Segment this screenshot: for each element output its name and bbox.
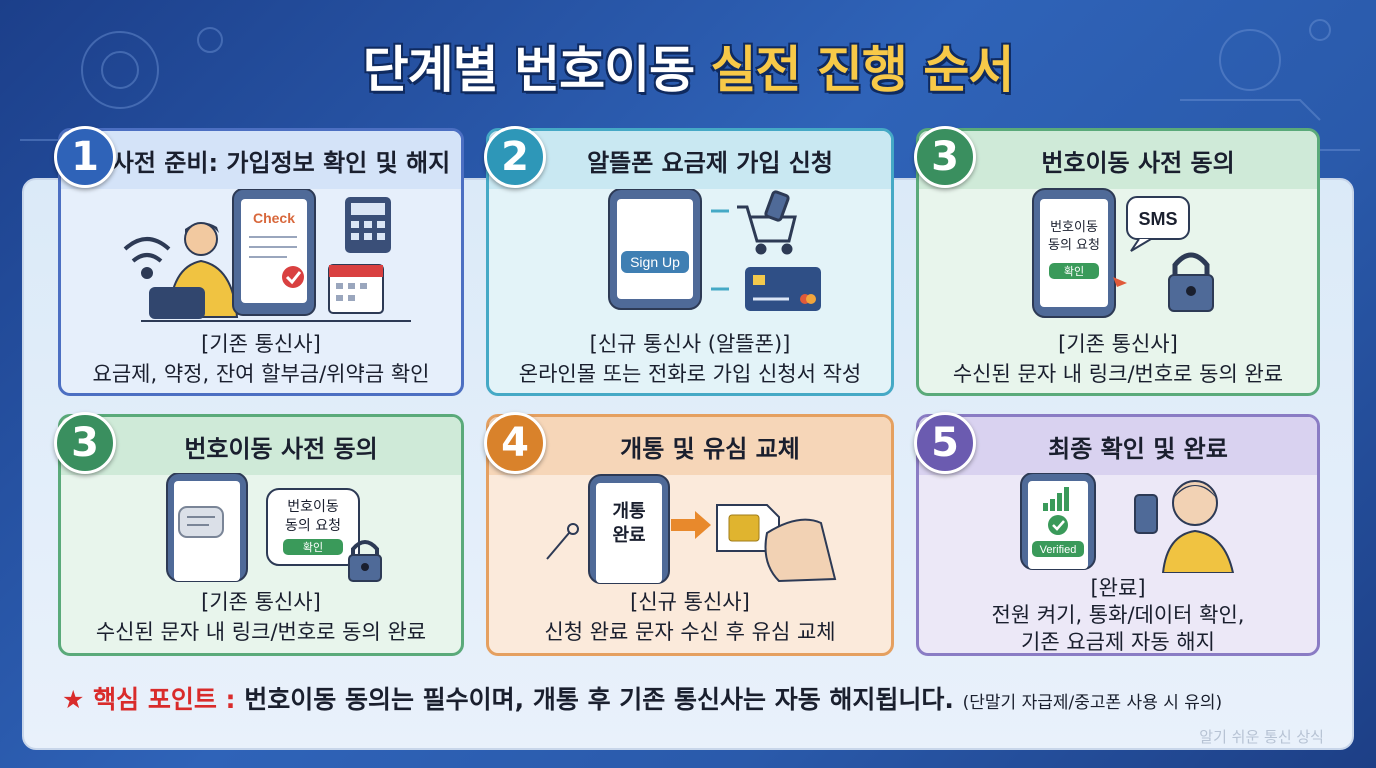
svg-text:번호이동: 번호이동 — [1050, 220, 1098, 235]
person-icon — [1134, 480, 1235, 573]
step-title: 최종 확인 및 완료 — [919, 417, 1317, 475]
step-caption: [완료] 전원 켜기, 통화/데이터 확인, 기존 요금제 자동 해지 — [991, 576, 1245, 654]
step-number-badge: 3 — [914, 126, 976, 188]
hand-icon — [764, 518, 837, 583]
step-title: 개통 및 유심 교체 — [489, 417, 891, 475]
step-title: 번호이동 사전 동의 — [61, 417, 461, 475]
phone-icon: Sign Up — [608, 189, 702, 310]
step-4-illustration: 개통 완료 — [546, 474, 837, 584]
step-card-5: 최종 확인 및 완료 Verified [완료] 전원 켜기, 통화/데이터 확… — [916, 414, 1320, 656]
phone-icon: 개통 완료 — [588, 474, 670, 584]
key-point-footnote: (단말기 자급제/중고폰 사용 시 유의) — [962, 693, 1223, 713]
step-card-3: 번호이동 사전 동의 번호이동 동의 요청 확인 SMS [기존 통신사] 수신… — [916, 128, 1320, 396]
watermark: 알기 쉬운 통신 상식 — [1199, 728, 1324, 746]
svg-text:Sign Up: Sign Up — [630, 254, 680, 270]
lock-icon — [1168, 252, 1214, 312]
calendar-icon — [328, 264, 384, 314]
phone-signal-icon: Verified — [1020, 473, 1096, 570]
svg-text:확인: 확인 — [303, 541, 323, 554]
step-caption: [신규 통신사] 신청 완료 문자 수신 후 유심 교체 — [544, 590, 836, 644]
step-5-illustration: Verified — [1020, 473, 1235, 573]
person-icon — [149, 222, 239, 319]
step-caption: [신규 통신사 (알뜰폰)] 온라인몰 또는 전화로 가입 신청서 작성 — [518, 332, 862, 386]
step-number-badge: 5 — [914, 412, 976, 474]
key-point-label: 핵심 포인트 : — [93, 685, 236, 714]
step-card-3-duplicate: 번호이동 사전 동의 번호이동 동의 요청 확인 [기존 통신사] 수신된 문자… — [58, 414, 464, 656]
svg-text:SMS: SMS — [1138, 209, 1177, 229]
svg-text:Check: Check — [253, 210, 295, 226]
svg-text:확인: 확인 — [1064, 265, 1084, 278]
lock-icon — [348, 540, 382, 582]
step-title: 사전 준비: 가입정보 확인 및 해지 — [61, 131, 461, 189]
svg-text:동의 요청: 동의 요청 — [285, 518, 341, 534]
step-title: 알뜰폰 요금제 가입 신청 — [489, 131, 891, 189]
svg-text:번호이동: 번호이동 — [287, 499, 339, 515]
calculator-icon — [345, 197, 391, 253]
step-card-2: 알뜰폰 요금제 가입 신청 Sign Up [신규 통신사 (알뜰폰)] 온라인… — [486, 128, 894, 396]
step-1-illustration: Check — [123, 189, 411, 322]
credit-card-icon — [745, 267, 821, 311]
phone-check-icon: Check — [232, 189, 316, 316]
step-card-4: 개통 및 유심 교체 개통 완료 [신규 통신사] 신청 완료 문자 수신 후 … — [486, 414, 894, 656]
step-caption: [기존 통신사] 요금제, 약정, 잔여 할부금/위약금 확인 — [92, 332, 430, 386]
shopping-cart-icon — [737, 190, 797, 255]
message-icon — [178, 506, 224, 538]
step-3-illustration: 번호이동 동의 요청 확인 SMS — [1032, 188, 1214, 318]
phone-icon — [166, 473, 248, 582]
phone-icon: 번호이동 동의 요청 확인 — [1032, 188, 1127, 318]
svg-text:개통: 개통 — [612, 501, 645, 522]
sim-card-icon — [716, 504, 780, 552]
wifi-icon — [123, 237, 171, 279]
step-number-badge: 2 — [484, 126, 546, 188]
step-number-badge: 3 — [54, 412, 116, 474]
key-point-note: ★ 핵심 포인트 : 번호이동 동의는 필수이며, 개통 후 기존 통신사는 자… — [62, 680, 1342, 716]
svg-text:Verified: Verified — [1040, 544, 1077, 556]
sms-bubble-icon: SMS — [1126, 196, 1190, 252]
svg-text:완료: 완료 — [612, 525, 645, 546]
step-number-badge: 4 — [484, 412, 546, 474]
step-caption: [기존 통신사] 수신된 문자 내 링크/번호로 동의 완료 — [95, 590, 427, 644]
page-title: 단계별 번호이동 실전 진행 순서 — [362, 41, 1015, 99]
step-number-badge: 1 — [54, 126, 116, 188]
star-icon: ★ — [62, 685, 85, 714]
sim-pin-icon — [546, 523, 579, 560]
svg-text:동의 요청: 동의 요청 — [1048, 238, 1100, 253]
step-title: 번호이동 사전 동의 — [919, 131, 1317, 189]
step-card-1: 사전 준비: 가입정보 확인 및 해지 Check — [58, 128, 464, 396]
step-3-illustration: 번호이동 동의 요청 확인 — [166, 473, 382, 582]
step-2-illustration: Sign Up — [608, 189, 821, 311]
key-point-text: 번호이동 동의는 필수이며, 개통 후 기존 통신사는 자동 해지됩니다. — [244, 685, 954, 714]
step-caption: [기존 통신사] 수신된 문자 내 링크/번호로 동의 완료 — [952, 332, 1284, 386]
